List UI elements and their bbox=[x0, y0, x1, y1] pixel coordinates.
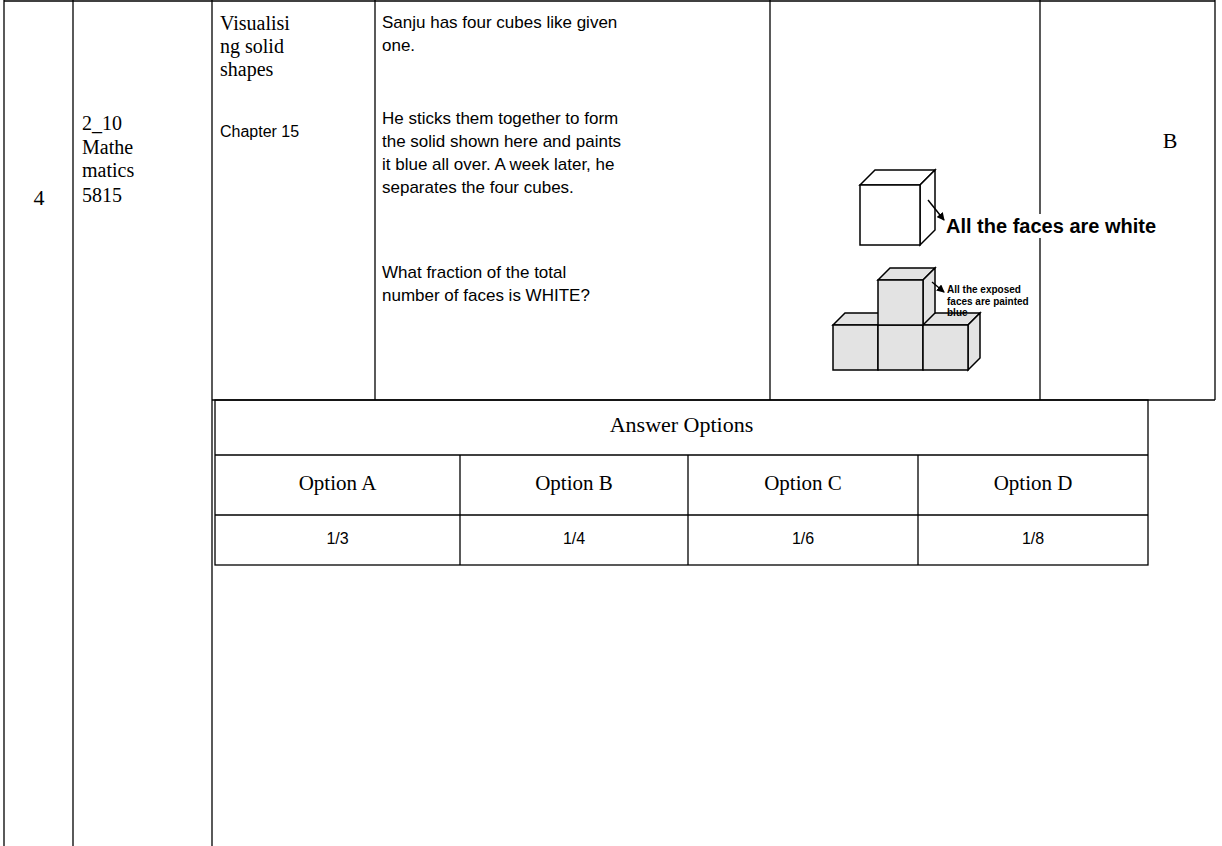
option-name: Option A bbox=[215, 471, 460, 496]
answer-key: B bbox=[1150, 128, 1190, 154]
leader-arrow bbox=[928, 200, 944, 220]
subject-code: 2_10 bbox=[82, 112, 206, 135]
question-text: Sanju has four cubes like given one. bbox=[382, 12, 627, 58]
table-lines bbox=[4, 0, 1215, 846]
callout-label: All the exposed faces are painted blue bbox=[947, 284, 1035, 319]
white-cube bbox=[860, 170, 935, 245]
option-value: 1/3 bbox=[215, 529, 460, 548]
subject-name: Mathematics bbox=[82, 136, 144, 182]
subject-id: 5815 bbox=[82, 184, 206, 207]
option-name: Option D bbox=[918, 471, 1148, 496]
table-header: Answer Options bbox=[215, 412, 1148, 438]
chapter-number: Chapter 15 bbox=[220, 122, 370, 141]
option-name: Option C bbox=[688, 471, 918, 496]
option-value: 1/6 bbox=[688, 529, 918, 548]
serial-number: 4 bbox=[10, 185, 68, 211]
leader-arrow bbox=[932, 282, 944, 292]
question-text: He sticks them together to form the soli… bbox=[382, 108, 627, 200]
question-text: What fraction of the total number of fac… bbox=[382, 262, 627, 308]
stacked-cubes bbox=[833, 268, 980, 370]
callout-label: All the faces are white bbox=[946, 214, 1156, 238]
option-name: Option B bbox=[460, 471, 688, 496]
chapter-title: Visualising solid shapes bbox=[220, 12, 295, 81]
option-value: 1/8 bbox=[918, 529, 1148, 548]
option-value: 1/4 bbox=[460, 529, 688, 548]
